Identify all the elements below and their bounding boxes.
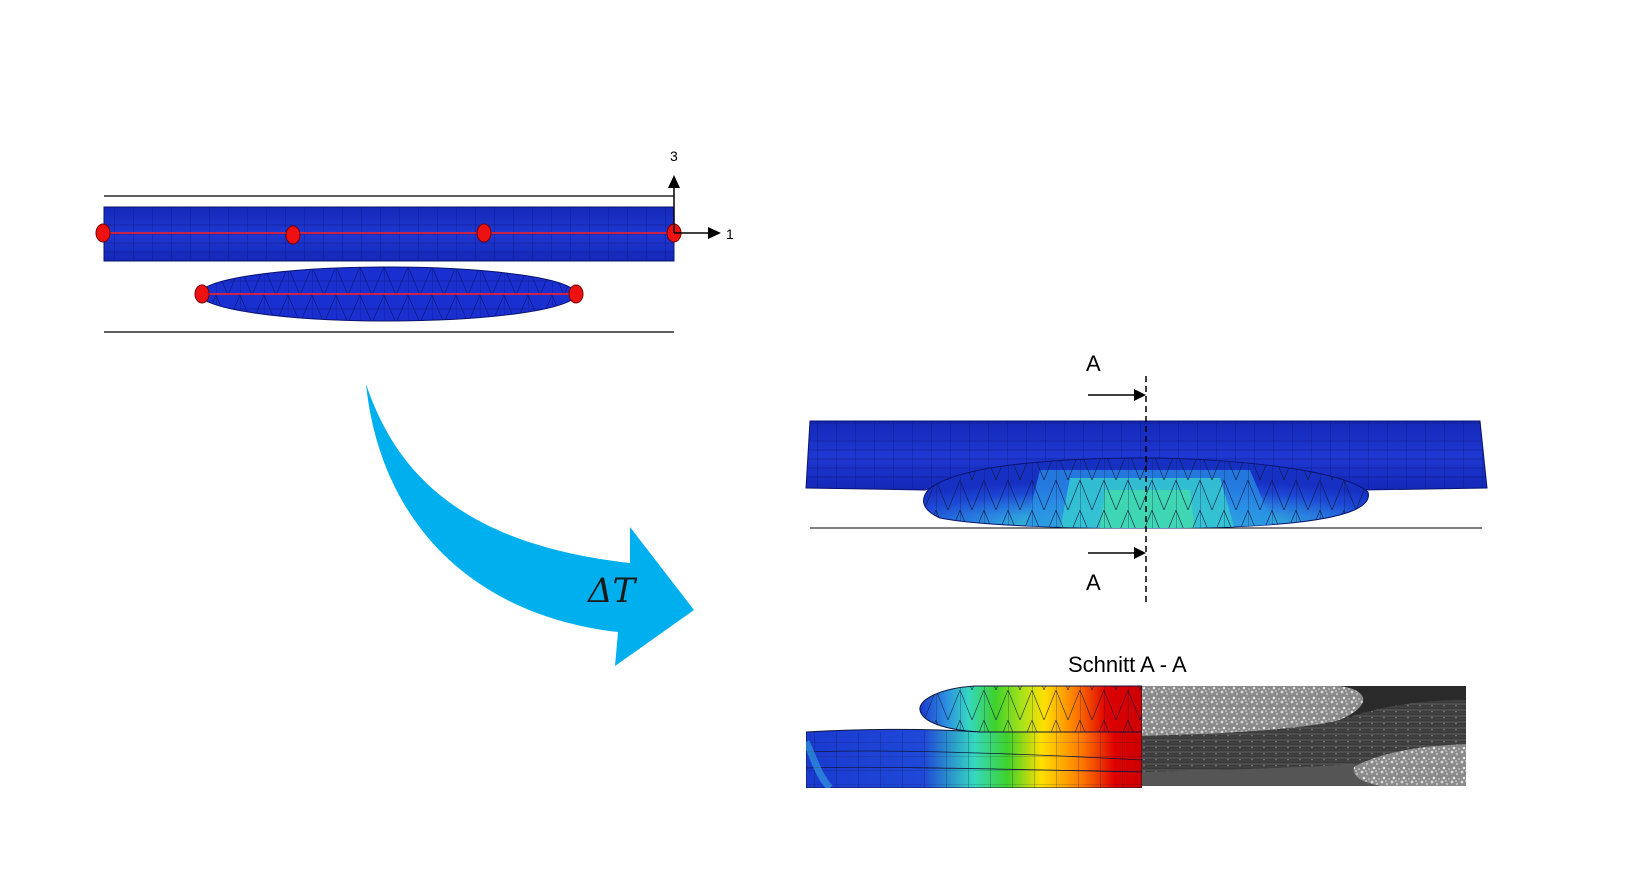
- simulated-section-heatmap: [806, 685, 1142, 788]
- reference-nodes: [95, 223, 682, 304]
- section-mark-top: A: [1086, 351, 1101, 376]
- upper-ply: [103, 206, 675, 262]
- curved-arrow-icon: [366, 384, 694, 666]
- section-marker: A A: [1086, 351, 1147, 602]
- node-marker: [194, 284, 210, 304]
- axis-3-arrowhead-icon: [668, 175, 680, 188]
- deformed-resin-pocket: [923, 457, 1369, 529]
- section-arrow-top-icon: [1134, 389, 1146, 401]
- section-view: Schnitt A - A: [806, 652, 1466, 788]
- section-title: Schnitt A - A: [1068, 652, 1187, 677]
- node-marker: [95, 223, 111, 243]
- micrograph-section: [1142, 686, 1466, 786]
- delta-t-label: ΔT: [586, 571, 638, 611]
- node-marker: [568, 284, 584, 304]
- temperature-change-arrow: ΔT: [366, 384, 694, 666]
- section-mark-bottom: A: [1086, 570, 1101, 595]
- deformed-model: A A: [805, 351, 1488, 602]
- section-arrow-bottom-icon: [1134, 547, 1146, 559]
- coordinate-system: 3 1: [668, 148, 734, 242]
- axis-1-arrowhead-icon: [708, 227, 721, 239]
- node-marker: [476, 223, 492, 243]
- undeformed-model: 3 1: [95, 148, 734, 333]
- axis-3-label: 3: [670, 148, 678, 164]
- axis-1-label: 1: [726, 226, 734, 242]
- node-marker: [285, 225, 301, 245]
